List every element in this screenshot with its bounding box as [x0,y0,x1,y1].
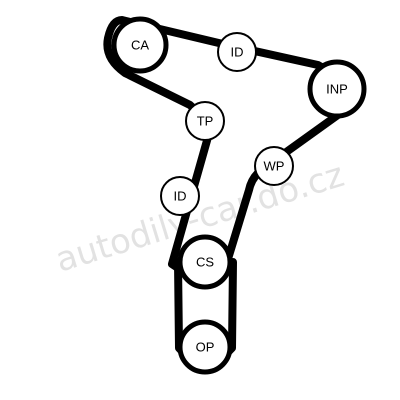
pulley-cs-label: CS [196,255,214,270]
pulley-ca-label: CA [131,38,149,53]
pulley-op: OP [177,319,233,375]
pulley-cs: CS [177,234,233,290]
pulley-id-upper-label: ID [231,45,244,60]
pulley-id-upper: ID [217,32,257,72]
pulley-wp-label: WP [264,159,285,174]
pulley-tp-label: TP [197,114,214,129]
pulley-ca: CA [111,16,169,74]
pulley-id-lower: ID [160,176,200,216]
pulley-wp: WP [254,146,294,186]
pulley-inp-label: INP [326,82,348,97]
pulley-inp: INP [307,59,367,119]
pulley-id-lower-label: ID [174,189,187,204]
pulley-op-label: OP [196,340,215,355]
pulley-tp: TP [185,101,225,141]
